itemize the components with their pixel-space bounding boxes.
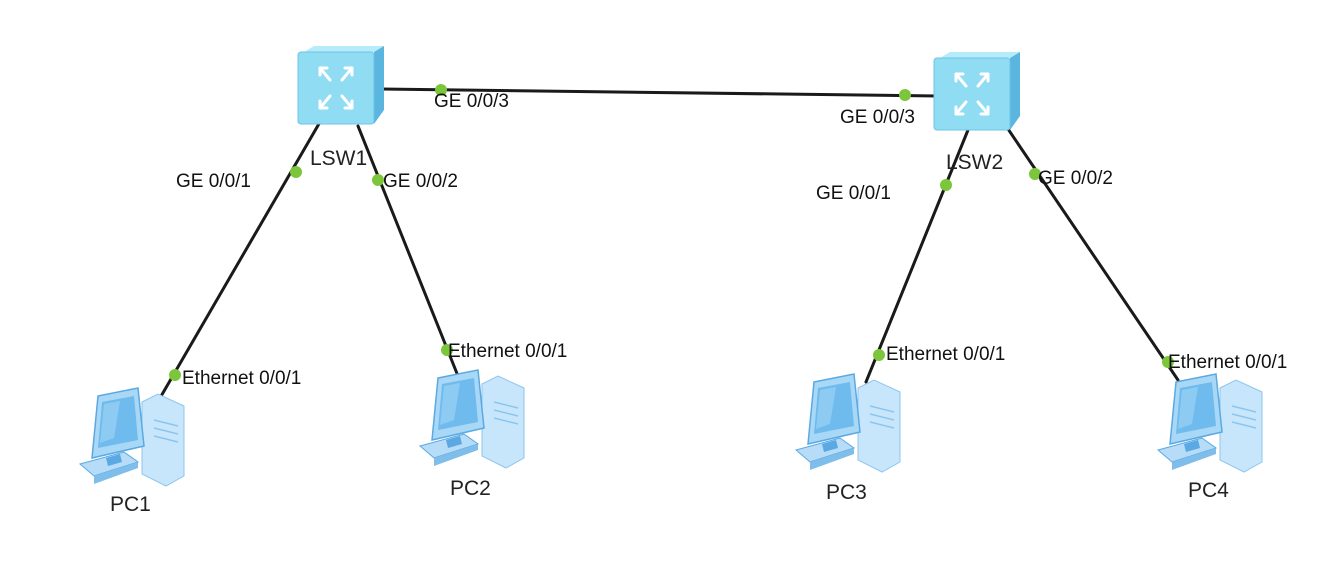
port-dot-lsw2-ge001 <box>940 179 952 191</box>
device-label-pc1: PC1 <box>110 493 151 516</box>
port-dot-lsw2-ge003 <box>899 89 911 101</box>
port-label-lsw1-ge003: GE 0/0/3 <box>434 91 509 112</box>
port-dot-lsw1-ge003 <box>435 84 447 96</box>
port-label-lsw2-ge003: GE 0/0/3 <box>840 107 915 128</box>
port-label-lsw1-ge001: GE 0/0/1 <box>176 171 251 192</box>
lsw1-switch-icon[interactable] <box>296 44 386 126</box>
port-dot-lsw2-ge002 <box>1029 168 1041 180</box>
port-label-lsw1-ge002: GE 0/0/2 <box>383 171 458 192</box>
lsw2-switch-icon[interactable] <box>932 50 1022 132</box>
port-dot-pc3-eth <box>873 349 885 361</box>
port-label-lsw2-ge002: GE 0/0/2 <box>1038 168 1113 189</box>
link-lsw2-pc3[interactable] <box>864 128 970 384</box>
link-lsw1-pc1[interactable] <box>158 120 322 400</box>
port-label-pc3-eth: Ethernet 0/0/1 <box>886 344 1006 365</box>
pc2-pc-icon[interactable] <box>419 369 525 469</box>
link-lsw1-lsw2[interactable] <box>376 87 940 98</box>
port-dots <box>169 84 1174 381</box>
port-label-pc4-eth: Ethernet 0/0/1 <box>1168 352 1288 373</box>
device-label-pc3: PC3 <box>826 481 867 504</box>
device-label-lsw1: LSW1 <box>310 147 368 170</box>
port-dot-lsw1-ge002 <box>372 174 384 186</box>
port-label-lsw2-ge001: GE 0/0/1 <box>816 183 891 204</box>
port-label-pc1-eth: Ethernet 0/0/1 <box>182 368 302 389</box>
port-dot-lsw1-ge001 <box>290 166 302 178</box>
port-label-pc2-eth: Ethernet 0/0/1 <box>448 341 568 362</box>
port-dot-pc2-eth <box>441 344 453 356</box>
pc4-pc-icon[interactable] <box>1157 373 1263 473</box>
links <box>158 87 1180 400</box>
port-dot-pc1-eth <box>169 369 181 381</box>
device-label-pc4: PC4 <box>1188 479 1229 502</box>
link-lsw1-pc2[interactable] <box>356 124 460 378</box>
device-label-lsw2: LSW2 <box>946 151 1004 174</box>
link-lsw2-pc4[interactable] <box>1004 124 1180 382</box>
device-label-pc2: PC2 <box>450 477 491 500</box>
port-dot-pc4-eth <box>1162 356 1174 368</box>
pc1-pc-icon[interactable] <box>79 387 185 487</box>
pc3-pc-icon[interactable] <box>795 373 901 473</box>
